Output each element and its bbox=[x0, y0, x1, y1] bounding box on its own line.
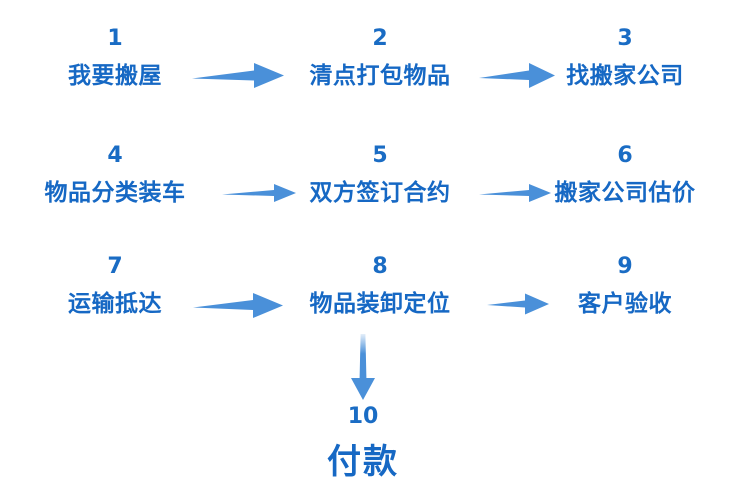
arrow-step-4-to-step-5 bbox=[222, 182, 296, 204]
arrow-step-1-to-step-2 bbox=[192, 62, 284, 90]
flow-step-10[interactable]: 10 付款 bbox=[327, 404, 399, 482]
flow-step-2[interactable]: 2 清点打包物品 bbox=[310, 28, 451, 88]
step-label: 物品分类装车 bbox=[44, 180, 186, 206]
step-number: 4 bbox=[107, 143, 123, 168]
step-label: 清点打包物品 bbox=[309, 63, 451, 89]
step-label: 运输抵达 bbox=[68, 291, 162, 317]
step-label: 物品装卸定位 bbox=[309, 291, 451, 317]
step-label: 我要搬屋 bbox=[68, 63, 162, 89]
arrow-step-2-to-step-3 bbox=[479, 62, 555, 90]
step-label: 搬家公司估价 bbox=[554, 180, 696, 206]
step-label: 双方签订合约 bbox=[309, 180, 451, 206]
step-number: 5 bbox=[372, 143, 388, 168]
flow-step-8[interactable]: 8 物品装卸定位 bbox=[310, 256, 451, 316]
arrow-step-8-to-step-9 bbox=[487, 292, 549, 316]
arrow-step-5-to-step-6 bbox=[479, 182, 551, 204]
flow-step-3[interactable]: 3 找搬家公司 bbox=[566, 28, 684, 88]
step-number: 6 bbox=[617, 143, 633, 168]
step-number: 10 bbox=[347, 404, 379, 429]
step-number: 3 bbox=[617, 26, 633, 51]
flow-step-7[interactable]: 7 运输抵达 bbox=[68, 256, 162, 316]
step-number: 2 bbox=[372, 26, 388, 51]
step-number: 1 bbox=[107, 26, 123, 51]
step-number: 8 bbox=[372, 254, 388, 279]
flow-step-9[interactable]: 9 客户验收 bbox=[578, 256, 672, 316]
arrow-step-7-to-step-8 bbox=[193, 292, 283, 320]
flow-step-1[interactable]: 1 我要搬屋 bbox=[68, 28, 162, 88]
step-label: 客户验收 bbox=[578, 291, 672, 317]
step-label: 付款 bbox=[327, 442, 399, 482]
flow-step-6[interactable]: 6 搬家公司估价 bbox=[555, 145, 696, 205]
step-label: 找搬家公司 bbox=[566, 63, 684, 89]
flow-step-5[interactable]: 5 双方签订合约 bbox=[310, 145, 451, 205]
step-number: 7 bbox=[107, 254, 123, 279]
flow-step-4[interactable]: 4 物品分类装车 bbox=[45, 145, 186, 205]
step-number: 9 bbox=[617, 254, 633, 279]
arrow-step-8-to-step-10 bbox=[345, 334, 381, 400]
